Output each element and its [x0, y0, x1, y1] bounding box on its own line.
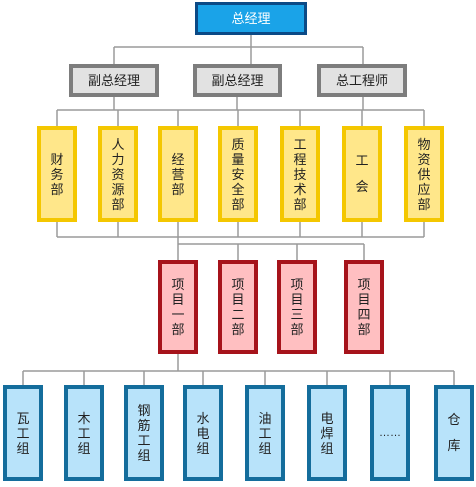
- department-box-engineering: 工程技术部: [280, 126, 320, 222]
- team-label: 瓦工组: [16, 410, 30, 456]
- project-label: 项目一部: [171, 277, 185, 337]
- team-box-painter: 油工组: [245, 385, 285, 481]
- team-label: 钢筋工组: [137, 403, 151, 463]
- team-label: 油工组: [258, 410, 272, 456]
- team-box-rebar: 钢筋工组: [124, 385, 164, 481]
- department-label: 物资供应部: [417, 136, 431, 212]
- team-box-bricklayer: 瓦工组: [3, 385, 43, 481]
- team-box-ellipsis: ……: [370, 385, 410, 481]
- team-label: 水电组: [196, 410, 210, 456]
- project-label: 项目二部: [231, 277, 245, 337]
- department-label: 财务部: [50, 151, 64, 197]
- deputy-manager-box-2: 副总经理: [193, 64, 282, 97]
- deputy-manager-box-1: 副总经理: [69, 64, 159, 97]
- department-label: 工程技术部: [293, 136, 307, 212]
- deputy-label: 副总经理: [211, 73, 264, 88]
- project-label: 项目四部: [357, 277, 371, 337]
- general-manager-label: 总经理: [231, 11, 271, 26]
- department-box-hr: 人力资源部: [98, 126, 138, 222]
- team-box-warehouse: 仓库: [434, 385, 474, 481]
- deputy-label: 总工程师: [335, 73, 388, 88]
- department-box-business: 经营部: [158, 126, 198, 222]
- department-box-union: 工会: [342, 126, 382, 222]
- department-label: 人力资源部: [111, 136, 125, 212]
- department-label: 质量安全部: [231, 136, 245, 212]
- deputy-label: 副总经理: [87, 73, 140, 88]
- department-label: 经营部: [171, 151, 185, 197]
- department-box-quality-safety: 质量安全部: [218, 126, 258, 222]
- department-box-finance: 财务部: [37, 126, 77, 222]
- team-box-plumbing-electric: 水电组: [183, 385, 223, 481]
- department-label: 工会: [355, 153, 369, 194]
- project-box-1: 项目一部: [158, 260, 198, 354]
- team-label: 电焊组: [320, 410, 334, 456]
- team-label: ……: [379, 426, 401, 439]
- project-box-2: 项目二部: [218, 260, 258, 354]
- team-box-carpenter: 木工组: [64, 385, 104, 481]
- team-label: 仓库: [447, 412, 461, 453]
- project-label: 项目三部: [290, 277, 304, 337]
- project-box-4: 项目四部: [344, 260, 384, 354]
- team-label: 木工组: [77, 410, 91, 456]
- chief-engineer-box: 总工程师: [317, 64, 407, 97]
- team-box-welding: 电焊组: [307, 385, 347, 481]
- project-box-3: 项目三部: [277, 260, 317, 354]
- general-manager-box: 总经理: [195, 2, 307, 35]
- department-box-materials: 物资供应部: [404, 126, 444, 222]
